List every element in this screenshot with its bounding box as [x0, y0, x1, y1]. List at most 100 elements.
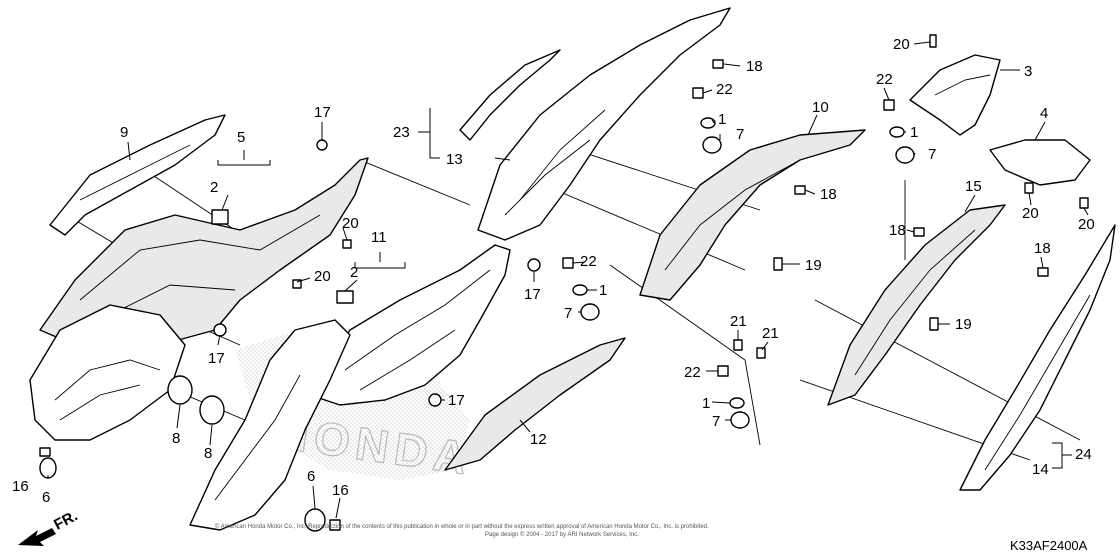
copyright-line-1: © American Honda Motor Co., Inc. Reprodu… — [215, 523, 709, 530]
callout-label: 18 — [746, 58, 763, 75]
callout-label: 1 — [718, 111, 726, 128]
bolt-22c — [717, 365, 729, 377]
front-direction-label: FR. — [51, 507, 80, 533]
screw-20a — [342, 239, 352, 249]
clip-2b — [336, 290, 354, 304]
washer-1d — [889, 126, 905, 138]
callout-label: 7 — [712, 413, 720, 430]
washer-1a — [700, 117, 716, 129]
lower-left-panel — [189, 319, 351, 531]
bolt-22b — [562, 257, 574, 269]
callout-label: 8 — [172, 430, 180, 447]
callout-label: 11 — [371, 229, 387, 246]
rubber-7a — [702, 136, 722, 154]
callout-label: 17 — [208, 350, 225, 367]
callout-label: 22 — [716, 81, 733, 98]
screw-17a — [316, 139, 328, 151]
callout-label: 6 — [307, 468, 315, 485]
rubber-7d — [895, 146, 915, 164]
front-arrow-icon — [18, 528, 56, 546]
part-3-top-cover — [909, 54, 1001, 136]
bolt-16a — [39, 447, 51, 457]
screw-20c — [929, 34, 937, 48]
callout-label: 20 — [893, 36, 910, 53]
bolt-22a — [692, 87, 704, 99]
callout-label: 14 — [1032, 461, 1049, 478]
callout-label: 21 — [762, 325, 779, 342]
callout-label: 4 — [1040, 105, 1048, 122]
clip-18b — [794, 185, 806, 195]
part-10-rail — [639, 129, 866, 301]
part-12-trim — [444, 337, 626, 471]
callout-label: 16 — [332, 482, 349, 499]
callout-label: 22 — [580, 253, 597, 270]
callout-label: 15 — [965, 178, 982, 195]
leader-lines — [47, 41, 1089, 519]
collar-6b — [304, 508, 326, 532]
callout-labels: 9 5 2 17 20 11 2 20 17 8 8 16 6 6 16 23 … — [12, 36, 1095, 506]
callout-label: 7 — [928, 146, 936, 163]
callout-label: 1 — [910, 124, 918, 141]
callout-label: 18 — [1034, 240, 1051, 257]
bolt-16b — [329, 519, 341, 531]
callout-label: 1 — [702, 395, 710, 412]
callout-label: 19 — [805, 257, 822, 274]
copyright-line-2: Page design © 2004 - 2017 by ARI Network… — [485, 531, 639, 538]
screw-19b — [929, 317, 939, 331]
diagram-part-code: K33AF2400A — [1010, 538, 1088, 553]
callout-label: 18 — [889, 222, 906, 239]
callout-label: 1 — [599, 282, 607, 299]
callout-label: 22 — [684, 364, 701, 381]
part-11-center-cover — [309, 244, 511, 406]
callout-label: 23 — [393, 124, 410, 141]
screw-20e — [1079, 197, 1089, 209]
callout-label: 20 — [314, 268, 331, 285]
callout-label: 21 — [730, 313, 747, 330]
screw-17c — [527, 258, 541, 272]
callout-label: 6 — [42, 489, 50, 506]
callout-label: 17 — [448, 392, 465, 409]
callout-label: 2 — [350, 264, 358, 281]
callout-label: 12 — [530, 431, 547, 448]
screw-17d — [428, 393, 442, 407]
callout-label: 16 — [12, 478, 29, 495]
callout-label: 22 — [876, 71, 893, 88]
callout-label: 17 — [524, 286, 541, 303]
callout-label: 7 — [564, 305, 572, 322]
hardware — [39, 34, 1089, 532]
clip-18d — [1037, 267, 1049, 277]
part-9-cowl — [49, 114, 226, 236]
grommet-8a — [167, 375, 193, 405]
callout-label: 18 — [820, 186, 837, 203]
clip-2a — [211, 209, 229, 225]
callout-label: 5 — [237, 129, 245, 146]
callout-label: 13 — [446, 151, 463, 168]
callout-label: 20 — [1078, 216, 1095, 233]
bolt-22d — [883, 99, 895, 111]
clip-18c — [913, 227, 925, 237]
part-4-rear-cover — [989, 139, 1091, 186]
front-direction-indicator: FR. — [18, 507, 81, 546]
screw-20d — [1024, 182, 1034, 194]
callout-label: 20 — [1022, 205, 1039, 222]
screw-21a — [733, 339, 743, 351]
part-13-center-panel — [477, 7, 731, 241]
part-15-rail — [827, 204, 1006, 406]
part-14-rear-panel — [959, 224, 1116, 491]
callout-label: 8 — [204, 445, 212, 462]
grommet-8b — [199, 395, 225, 425]
callout-label: 9 — [120, 124, 128, 141]
washer-1b — [572, 284, 588, 296]
callout-label: 20 — [342, 215, 359, 232]
washer-1c — [729, 397, 745, 409]
callout-label: 3 — [1024, 63, 1032, 80]
callout-label: 7 — [736, 126, 744, 143]
rubber-7b — [580, 303, 600, 321]
callout-label: 19 — [955, 316, 972, 333]
clip-18a — [712, 59, 724, 69]
screw-19a — [773, 257, 783, 271]
screw-20b — [292, 279, 302, 289]
callout-label: 24 — [1075, 446, 1092, 463]
screw-17b — [213, 323, 227, 337]
